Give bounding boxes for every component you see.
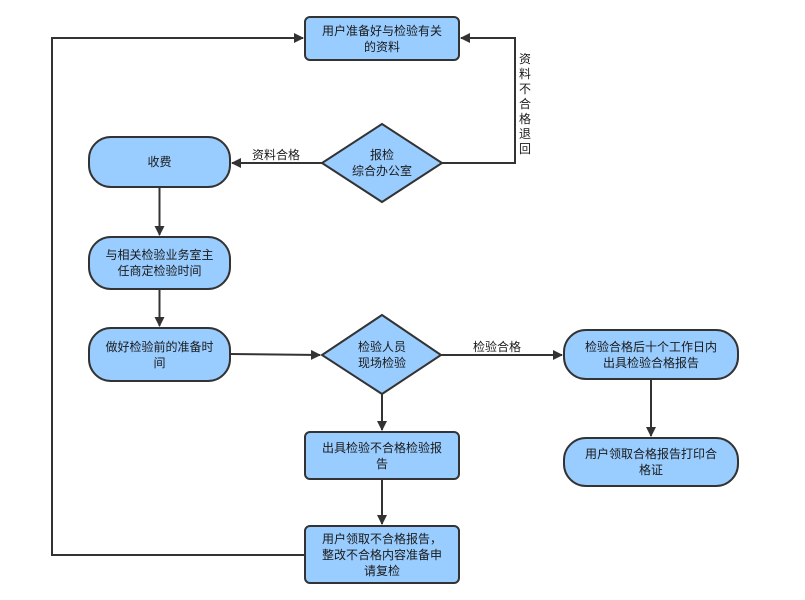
node-pass-report: 检验合格后十个工作日内 出具检验合格报告 [584, 339, 717, 370]
node-charge: 收费 [147, 155, 172, 169]
edge-preptime-to-inspection [229, 349, 321, 360]
node-prepare-time: 做好检验前的准备时 间 [105, 339, 214, 370]
edge-label-inspection-passed: 检验合格 [473, 340, 522, 354]
node-submit-office: 报检 综合办公室 [351, 148, 412, 178]
node-onsite-inspection: 检验人员 现场检验 [357, 339, 406, 370]
node-rectify: 用户领取不合格报告， 整改不合格内容准备申 请复检 [321, 531, 442, 578]
edge-label-materials-ok: 资料合格 [252, 148, 301, 162]
edge-label-materials-rejected: 资料不合格退回 [518, 52, 531, 156]
node-shape-prepare-materials [304, 16, 460, 61]
node-fail-report: 出具检验不合格检验报 告 [321, 440, 442, 471]
node-shape-collect-certificate [563, 437, 739, 487]
edge-office-to-prepare-rejected [442, 33, 516, 164]
edge-rectify-to-prepare-loop [51, 33, 305, 556]
node-schedule: 与相关检验业务室主 任商定检验时间 [105, 248, 214, 278]
node-prepare-materials: 用户准备好与检验有关 的资料 [321, 23, 442, 54]
node-collect-certificate: 用户领取合格报告打印合 格证 [584, 447, 717, 477]
node-shape-submit-office [320, 122, 444, 204]
